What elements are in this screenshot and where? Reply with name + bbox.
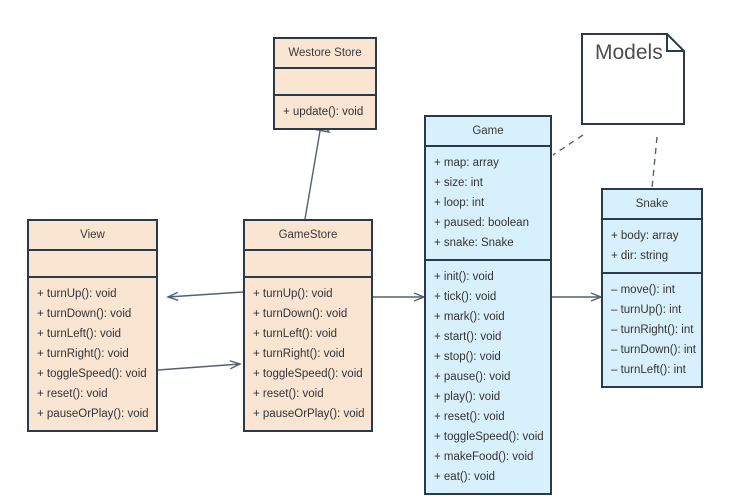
class-member-row: + turnLeft(): void (37, 328, 122, 340)
class-box-game[interactable]: Game + map: array + size: int + loop: in… (424, 115, 552, 495)
edge-gamestore-to-westorestore (304, 116, 331, 220)
class-box-game-store[interactable]: GameStore + turnUp(): void + turnDown():… (243, 219, 373, 432)
class-member-row: + reset(): void (37, 388, 108, 400)
class-methods-game-store: + turnUp(): void + turnDown(): void + tu… (245, 278, 371, 430)
class-member-row: + snake: Snake (434, 237, 514, 249)
class-attributes-game-store (245, 251, 371, 278)
class-member-row: – turnUp(): int (611, 304, 682, 316)
class-member-row: – move(): int (611, 284, 675, 296)
class-member-row: + turnDown(): void (253, 308, 348, 320)
edge-view-to-gamestore (157, 360, 242, 371)
class-member-row: + toggleSpeed(): void (253, 368, 363, 380)
class-attributes-snake: + body: array + dir: string (603, 220, 701, 274)
class-member-row: + update(): void (283, 106, 364, 118)
class-member-row: + size: int (434, 177, 483, 189)
class-member-row: + turnDown(): void (37, 308, 132, 320)
class-member-row: + dir: string (611, 250, 669, 262)
class-member-row: – turnRight(): int (611, 324, 694, 336)
class-title-game-store: GameStore (245, 221, 371, 251)
class-methods-view: + turnUp(): void + turnDown(): void + tu… (29, 278, 156, 430)
class-methods-westore-store: + update(): void (275, 96, 375, 128)
class-member-row: + turnRight(): void (37, 348, 129, 360)
class-title-game: Game (426, 117, 550, 147)
class-member-row: + paused: boolean (434, 217, 529, 229)
class-member-row: + toggleSpeed(): void (434, 431, 544, 443)
class-member-row: – turnLeft(): int (611, 364, 686, 376)
class-member-row: + body: array (611, 230, 679, 242)
class-attributes-view (29, 251, 156, 278)
class-methods-snake: – move(): int – turnUp(): int – turnRigh… (603, 274, 701, 386)
note-models[interactable]: Models (581, 33, 685, 125)
class-title-view: View (29, 221, 156, 251)
class-member-row: + map: array (434, 157, 499, 169)
class-attributes-game: + map: array + size: int + loop: int + p… (426, 147, 550, 261)
class-box-view[interactable]: View + turnUp(): void + turnDown(): void… (27, 219, 158, 432)
class-member-row: + turnRight(): void (253, 348, 345, 360)
class-member-row: – turnDown(): int (611, 344, 697, 356)
class-member-row: + turnLeft(): void (253, 328, 338, 340)
edge-models-to-game (552, 134, 584, 156)
note-label-models: Models (595, 41, 663, 64)
class-member-row: + reset(): void (253, 388, 324, 400)
edge-models-to-snake (651, 136, 658, 189)
class-box-snake[interactable]: Snake + body: array + dir: string – move… (601, 188, 703, 388)
class-member-row: + mark(): void (434, 311, 505, 323)
class-member-row: + pauseOrPlay(): void (37, 408, 149, 420)
class-member-row: + tick(): void (434, 291, 497, 303)
class-member-row: + reset(): void (434, 411, 505, 423)
class-member-row: + makeFood(): void (434, 451, 534, 463)
class-member-row: + turnUp(): void (37, 288, 117, 300)
class-member-row: + play(): void (434, 391, 501, 403)
class-member-row: + toggleSpeed(): void (37, 368, 147, 380)
class-member-row: + loop: int (434, 197, 485, 209)
class-attributes-westore-store (275, 69, 375, 96)
class-title-westore-store: Westore Store (275, 39, 375, 69)
note-shape-icon (581, 33, 685, 125)
class-methods-game: + init(): void + tick(): void + mark(): … (426, 261, 550, 493)
class-member-row: + start(): void (434, 331, 502, 343)
class-box-westore-store[interactable]: Westore Store + update(): void (273, 37, 377, 130)
class-member-row: + pause(): void (434, 371, 511, 383)
class-member-row: + pauseOrPlay(): void (253, 408, 365, 420)
class-member-row: + eat(): void (434, 471, 496, 483)
class-title-snake: Snake (603, 190, 701, 220)
class-member-row: + turnUp(): void (253, 288, 333, 300)
class-member-row: + stop(): void (434, 351, 501, 363)
class-member-row: + init(): void (434, 271, 494, 283)
edge-gamestore-to-view (166, 291, 244, 301)
